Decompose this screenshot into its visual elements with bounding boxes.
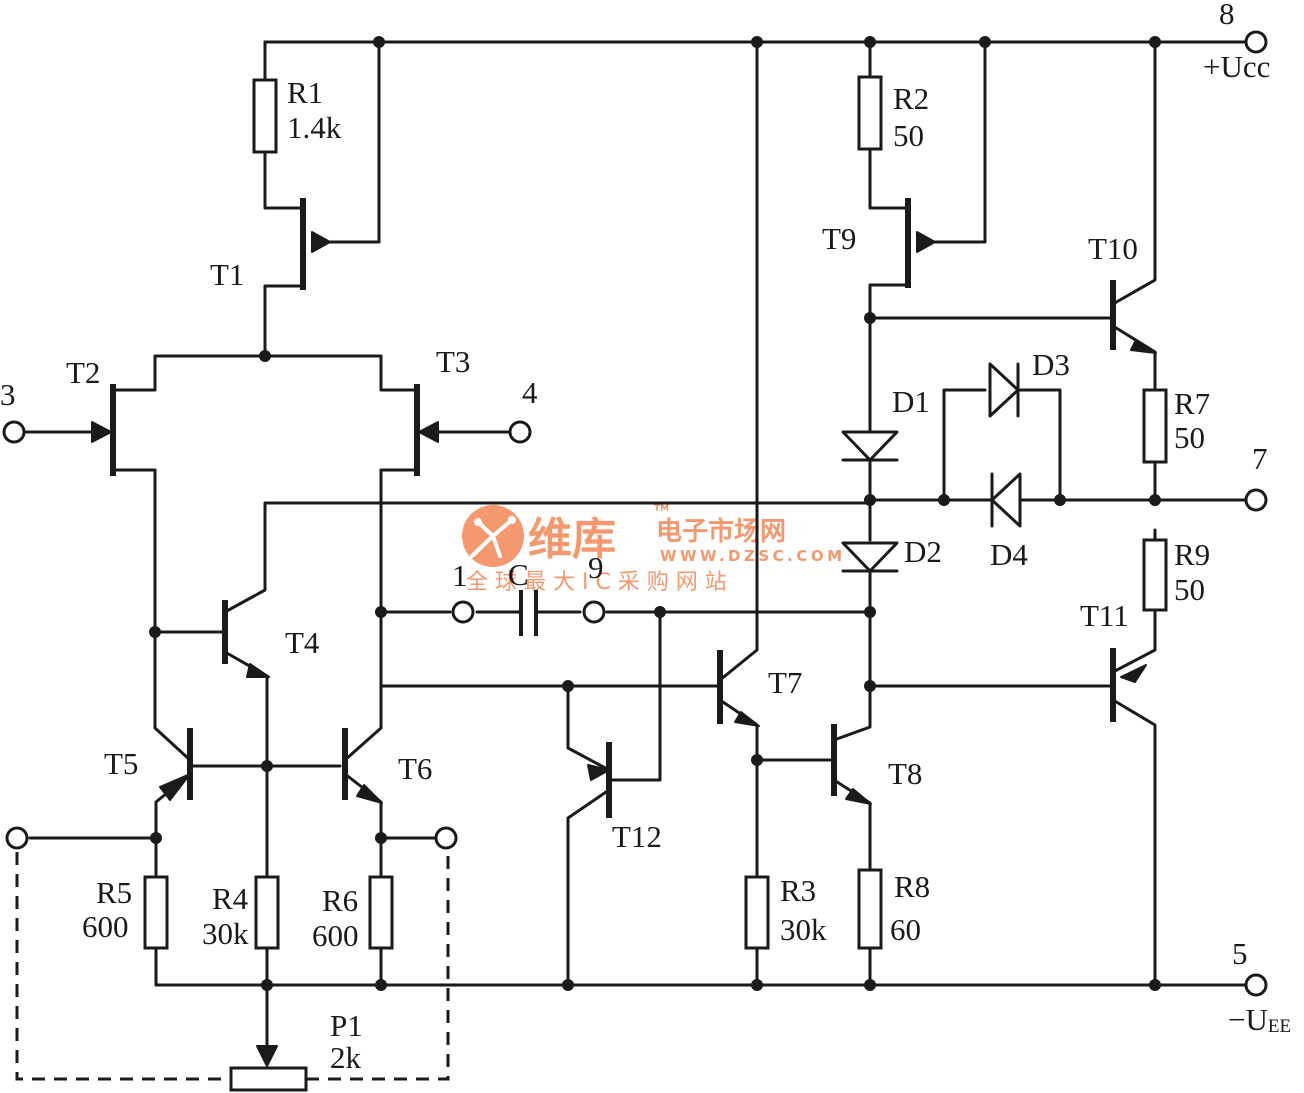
label-r2-name: R2	[893, 81, 929, 116]
label-r4-name: R4	[212, 881, 249, 916]
label-r5-value: 600	[82, 909, 129, 944]
junction-dots	[149, 36, 1161, 991]
label-r6-name: R6	[322, 883, 358, 918]
label-p1-value: 2k	[330, 1040, 362, 1075]
pin-label-3: 3	[0, 377, 16, 412]
pin-label-8: 8	[1219, 0, 1235, 31]
label-r1-name: R1	[287, 75, 323, 110]
label-t8: T8	[888, 756, 922, 791]
labels: 8 +Ucc 7 5 −UEE 3 4 1 9 T1 T2 T3 T4 T5 T…	[0, 0, 1291, 1075]
label-d2: D2	[904, 534, 942, 569]
label-r7-value: 50	[1174, 420, 1205, 455]
label-c: C	[508, 557, 529, 592]
label-d4: D4	[990, 537, 1028, 572]
label-r8-value: 60	[890, 912, 921, 947]
capacitor-c	[519, 590, 538, 636]
label-r4-value: 30k	[202, 916, 249, 951]
watermark-tm: TM	[654, 504, 669, 514]
watermark: 维库 电子市场网 WWW.DZSC.COM TM 全 球 最 大 I C 采 购…	[462, 504, 842, 595]
terminal-pin-7	[1244, 488, 1268, 512]
label-r2-value: 50	[893, 118, 924, 153]
label-t7: T7	[768, 665, 802, 700]
transistor-bodies	[110, 198, 1116, 818]
terminal-pin-3	[2, 420, 26, 444]
label-t2: T2	[66, 355, 100, 390]
label-r3-value: 30k	[780, 912, 827, 947]
pin-name-uee-main: −U	[1228, 1002, 1268, 1037]
pin-label-7: 7	[1252, 441, 1268, 476]
pin-label-9: 9	[588, 550, 604, 585]
label-t1: T1	[210, 257, 244, 292]
label-r8-name: R8	[894, 869, 930, 904]
label-r7-name: R7	[1174, 386, 1210, 421]
terminal-pin-1	[451, 600, 475, 624]
diodes	[841, 362, 1022, 573]
label-t12: T12	[612, 819, 662, 854]
label-t4: T4	[285, 625, 320, 660]
label-r9-name: R9	[1174, 537, 1210, 572]
terminal-pin-5	[1244, 973, 1268, 997]
pin-name-uee: −UEE	[1228, 1002, 1291, 1037]
terminals	[2, 30, 1268, 997]
watermark-slogan: 全 球 最 大 I C 采 购 网 站	[466, 570, 727, 595]
arrows	[91, 231, 1157, 1067]
wires	[23, 40, 1252, 1052]
label-t5: T5	[104, 746, 138, 781]
watermark-brand: 维库	[528, 514, 616, 565]
potentiometer-p1	[229, 1066, 308, 1092]
pin-label-1: 1	[452, 558, 468, 593]
label-t10: T10	[1088, 231, 1138, 266]
pin-label-4: 4	[522, 375, 538, 410]
pin-name-ucc: +Ucc	[1203, 49, 1270, 84]
label-r9-value: 50	[1174, 572, 1205, 607]
watermark-site-title: 电子市场网	[656, 516, 786, 547]
terminal-pin-9	[582, 600, 606, 624]
terminal-offset-left	[5, 826, 29, 850]
label-r5-name: R5	[96, 875, 132, 910]
resistors	[15, 75, 1168, 1092]
label-d1: D1	[892, 384, 930, 419]
label-t6: T6	[398, 751, 432, 786]
watermark-url: WWW.DZSC.COM	[660, 547, 842, 565]
pin-name-uee-sub: EE	[1268, 1016, 1291, 1037]
label-t9: T9	[822, 221, 856, 256]
terminal-pin-4	[508, 420, 532, 444]
terminal-pin-8	[1244, 30, 1268, 54]
label-r6-value: 600	[312, 918, 359, 953]
label-r1-value: 1.4k	[287, 110, 342, 145]
watermark-logo	[462, 505, 524, 567]
label-p1-name: P1	[330, 1008, 363, 1043]
label-r3-name: R3	[780, 873, 816, 908]
terminal-offset-right	[434, 826, 458, 850]
label-t11: T11	[1080, 598, 1129, 633]
label-t3: T3	[436, 344, 470, 379]
label-d3: D3	[1032, 347, 1070, 382]
pin-label-5: 5	[1232, 936, 1248, 971]
